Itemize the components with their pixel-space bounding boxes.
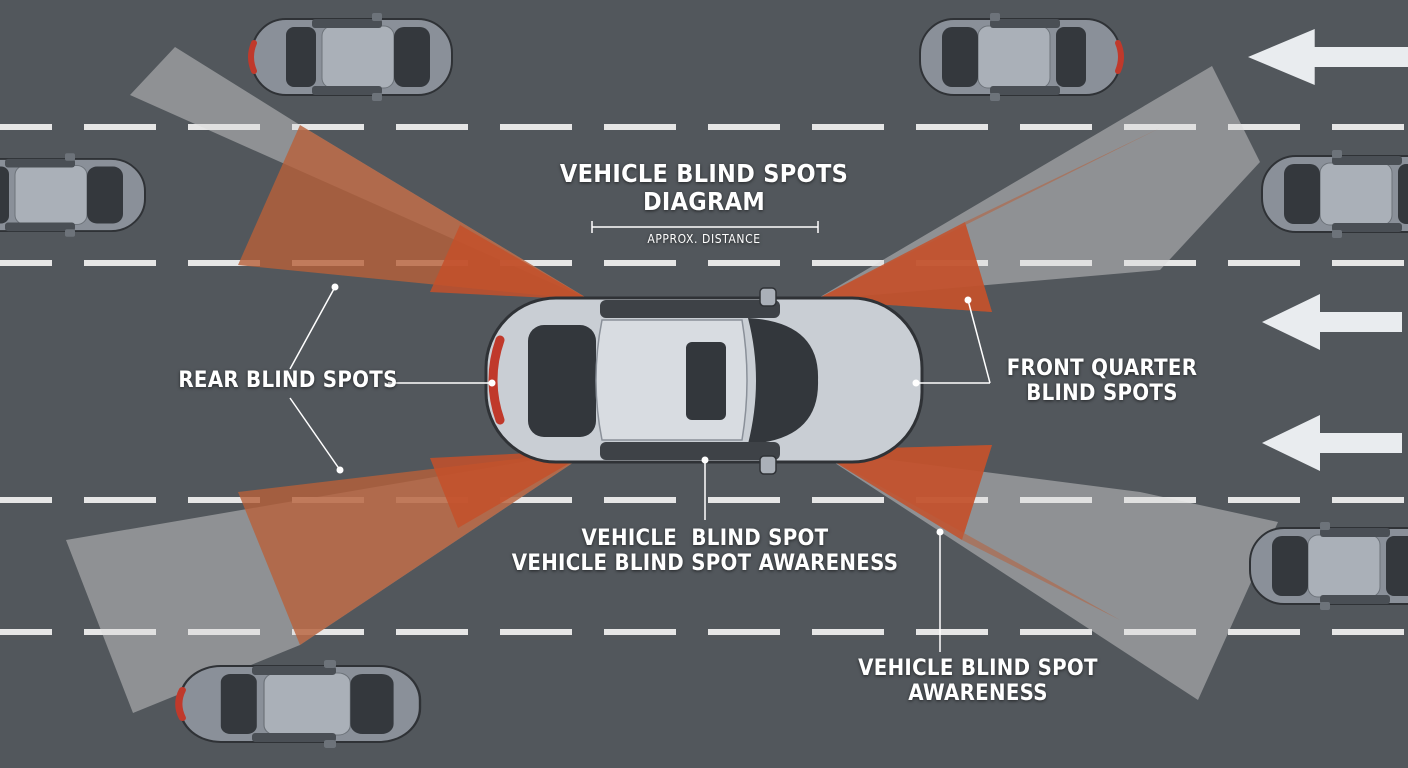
rear-blind-spot-top-inner <box>430 225 590 300</box>
scale-bar <box>591 221 819 233</box>
lane-markings <box>0 124 1408 635</box>
front-blind-spot-top-inner <box>815 222 992 312</box>
front-quarter-blind-spots-label: FRONT QUARTER BLIND SPOTS <box>992 356 1212 406</box>
rear-blind-spot-bottom-inner <box>430 450 592 528</box>
center-blind-spot-label: VEHICLE BLIND SPOT VEHICLE BLIND SPOT AW… <box>505 526 905 576</box>
car-icon <box>1250 522 1408 610</box>
center-label-line2: VEHICLE BLIND SPOT AWARENESS <box>511 550 899 576</box>
sensor-fan-front-top <box>815 66 1260 300</box>
windshield <box>748 318 819 444</box>
awareness-label-line1: VEHICLE BLIND SPOT <box>858 656 1098 681</box>
rear-blind-spots-label: REAR BLIND SPOTS <box>178 368 398 393</box>
scale-bar-label: APPROX. DISTANCE <box>647 232 761 246</box>
car-icon <box>179 660 420 748</box>
blind-spot-awareness-label: VEHICLE BLIND SPOT AWARENESS <box>848 656 1108 706</box>
sunroof <box>686 342 726 420</box>
awareness-label-line2: AWARENESS <box>908 680 1048 706</box>
rear-window <box>528 325 596 437</box>
front-label-line2: BLIND SPOTS <box>1026 380 1178 406</box>
front-blind-spot-bottom-inner <box>815 445 992 540</box>
main-car <box>484 287 924 475</box>
car-icon <box>920 13 1121 101</box>
front-label-line1: FRONT QUARTER <box>1006 356 1198 381</box>
car-icon <box>1262 150 1408 238</box>
mirror <box>759 287 777 307</box>
diagram-title-line2: DIAGRAM <box>642 187 766 216</box>
car-icon <box>251 13 452 101</box>
diagram-title: VEHICLE BLIND SPOTS DIAGRAM <box>554 160 854 216</box>
diagram-title-line1: VEHICLE BLIND SPOTS <box>559 159 849 188</box>
leader-dots <box>331 283 972 536</box>
center-label-line1: VEHICLE BLIND SPOT <box>581 526 829 551</box>
car-icon <box>0 153 145 237</box>
leader-lines <box>289 286 991 652</box>
mirror <box>759 455 777 475</box>
blind-spot-zones <box>238 125 1160 645</box>
